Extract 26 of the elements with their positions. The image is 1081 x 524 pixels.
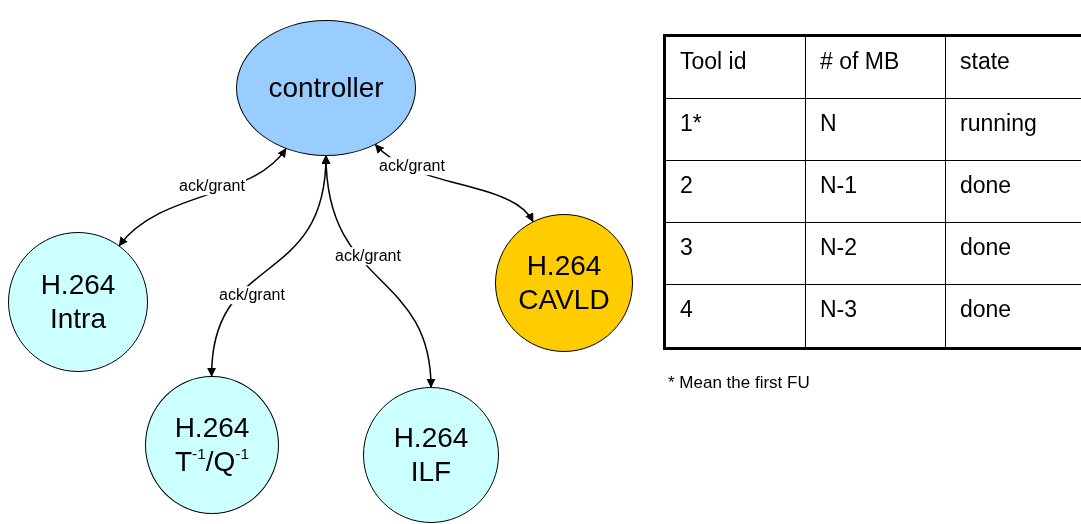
table-cell: N-3 <box>806 285 946 347</box>
node-label: H.264 Intra <box>39 268 117 336</box>
table-cell: done <box>946 223 1081 285</box>
table-cell: 2 <box>666 161 806 223</box>
edge-label: ack/grant <box>178 177 246 195</box>
table-cell: N-1 <box>806 161 946 223</box>
table-cell: done <box>946 285 1081 347</box>
table-cell: 1* <box>666 99 806 161</box>
node-label: H.264 CAVLD <box>517 249 611 317</box>
node-label: controller <box>268 71 384 105</box>
arrow <box>322 155 435 388</box>
table-cell: state <box>946 37 1081 99</box>
edge-label: ack/grant <box>334 247 402 265</box>
edge-label: ack/grant <box>378 157 446 175</box>
table-cell: Tool id <box>666 37 806 99</box>
node-label: H.264 ILF <box>392 421 470 489</box>
table-cell: N-2 <box>806 223 946 285</box>
table-cell: N <box>806 99 946 161</box>
table-cell: done <box>946 161 1081 223</box>
table-cell: running <box>946 99 1081 161</box>
table-cell: # of MB <box>806 37 946 99</box>
footnote: * Mean the first FU <box>668 373 810 393</box>
edge-label: ack/grant <box>218 286 286 304</box>
node-label: H.264 T$^{-1}$/Q$^{-1}$ <box>173 411 251 479</box>
table-cell: 3 <box>666 223 806 285</box>
table-cell: 4 <box>666 285 806 347</box>
